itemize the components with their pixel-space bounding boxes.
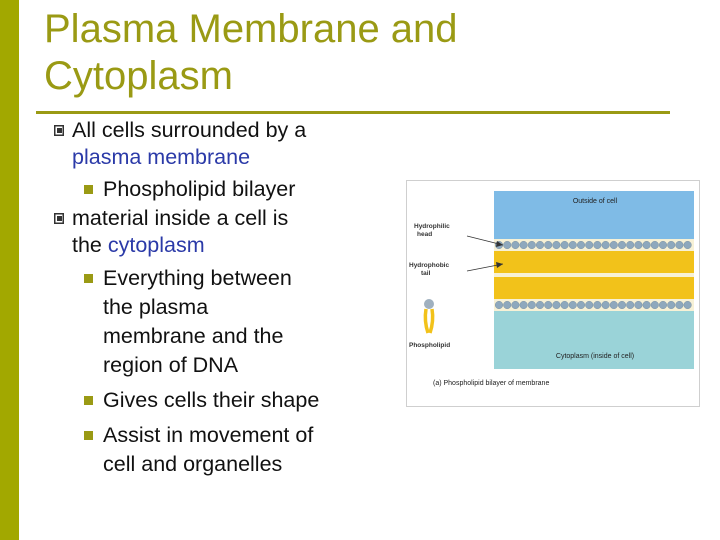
sub-bullet-icon <box>84 431 93 440</box>
phospholipid-head <box>609 300 618 309</box>
left-accent-bar <box>0 0 19 540</box>
bullet-1-highlight: plasma membrane <box>72 145 251 169</box>
inside-region <box>494 311 694 369</box>
title-underline <box>36 111 670 114</box>
membrane-band <box>494 239 694 311</box>
phospholipid-head <box>494 300 503 309</box>
phospholipid-head <box>609 241 618 250</box>
arrow-head-icon <box>496 241 503 247</box>
tail-layer-bottom <box>494 277 694 299</box>
hydrophobic-label: Hydrophobic <box>409 262 449 269</box>
phospholipid-head <box>576 241 585 250</box>
title-line-2: Cytoplasm <box>44 54 233 98</box>
phospholipid-head <box>585 300 594 309</box>
phospholipid-head <box>634 300 643 309</box>
phospholipid-head <box>503 241 512 250</box>
phospholipid-head <box>519 300 528 309</box>
cytoplasm-label: Cytoplasm (inside of cell) <box>556 353 634 360</box>
phospholipid-head <box>683 300 692 309</box>
bullet-2-text: material inside a cell is <box>72 206 289 230</box>
phospholipid-head <box>658 241 667 250</box>
phospholipid-head <box>617 300 626 309</box>
tail-layer-top <box>494 251 694 273</box>
phospholipid-head <box>511 241 520 250</box>
hydrophobic-label-2: tail <box>421 270 431 277</box>
phospholipid-head <box>552 300 561 309</box>
sub-bullet-everything-2: the plasma <box>103 295 209 319</box>
phospholipid-head <box>650 300 659 309</box>
bilayer-figure: Outside of cell Hydrophilic head Hydroph… <box>406 180 700 407</box>
phospholipid-head <box>667 300 676 309</box>
phospholipid-head <box>503 300 512 309</box>
phospholipid-head <box>601 241 610 250</box>
bullet-2-text-line-2: the cytoplasm <box>72 231 205 260</box>
phospholipid-head <box>675 300 684 309</box>
sub-bullet-everything-3: membrane and the <box>103 324 284 348</box>
phospholipid-head <box>683 241 692 250</box>
phospholipid-head <box>617 241 626 250</box>
square-bullet-icon <box>54 125 64 136</box>
phospholipid-head <box>519 241 528 250</box>
outside-label: Outside of cell <box>573 198 618 205</box>
sub-bullet-everything-1: Everything between <box>103 266 292 290</box>
phospholipid-head <box>527 300 536 309</box>
phospholipid-head <box>560 300 569 309</box>
bullet-1-text: All cells surrounded by a <box>72 118 307 142</box>
phospholipid-head <box>642 300 651 309</box>
phospholipid-head <box>658 300 667 309</box>
phospholipid-head <box>601 300 610 309</box>
phospholipid-head <box>535 241 544 250</box>
title-line-1: Plasma Membrane and <box>44 7 458 51</box>
sub-bullet-everything-4: region of DNA <box>103 353 239 377</box>
standalone-head <box>424 299 434 309</box>
sub-bullet-icon <box>84 396 93 405</box>
phospholipid-head <box>593 241 602 250</box>
sub-bullet-movement-1: Assist in movement of <box>103 423 314 447</box>
phospholipid-head <box>544 241 553 250</box>
phospholipid-head <box>576 300 585 309</box>
phospholipid-head <box>560 241 569 250</box>
phospholipid-head <box>626 241 635 250</box>
phospholipid-head <box>634 241 643 250</box>
bilayer-diagram: Outside of cell Hydrophilic head Hydroph… <box>409 191 694 387</box>
outside-region <box>494 191 694 239</box>
sub-bullet-shape: Gives cells their shape <box>103 388 320 412</box>
figure-caption: (a) Phospholipid bilayer of membrane <box>433 380 549 387</box>
phospholipid-label: Phospholipid <box>409 342 450 349</box>
phospholipid-head <box>650 241 659 250</box>
bullet-list: All cells surrounded by a plasma membran… <box>54 118 320 476</box>
square-bullet-icon <box>54 213 64 224</box>
sub-bullet-icon <box>84 274 93 283</box>
phospholipid-head <box>642 241 651 250</box>
phospholipid-head <box>568 300 577 309</box>
sub-bullet-icon <box>84 185 93 194</box>
sub-bullet-phospholipid: Phospholipid bilayer <box>103 177 296 201</box>
bullet-2-highlight: cytoplasm <box>107 233 205 257</box>
bullet-2-prefix: the <box>72 233 108 257</box>
phospholipid-head <box>675 241 684 250</box>
hydrophilic-label-2: head <box>417 231 432 238</box>
arrow-head-icon <box>496 262 503 268</box>
hydrophilic-label: Hydrophilic <box>414 223 450 230</box>
phospholipid-head <box>568 241 577 250</box>
phospholipid-head <box>626 300 635 309</box>
phospholipid-head <box>544 300 553 309</box>
phospholipid-head <box>527 241 536 250</box>
phospholipid-head <box>585 241 594 250</box>
phospholipid-head <box>511 300 520 309</box>
sub-bullet-movement-2: cell and organelles <box>103 452 283 476</box>
standalone-tails <box>423 308 435 334</box>
phospholipid-heads <box>494 241 692 309</box>
phospholipid-head <box>593 300 602 309</box>
phospholipid-head <box>667 241 676 250</box>
slide-title: Plasma Membrane and Cytoplasm <box>44 6 664 100</box>
phospholipid-head <box>552 241 561 250</box>
phospholipid-head <box>535 300 544 309</box>
